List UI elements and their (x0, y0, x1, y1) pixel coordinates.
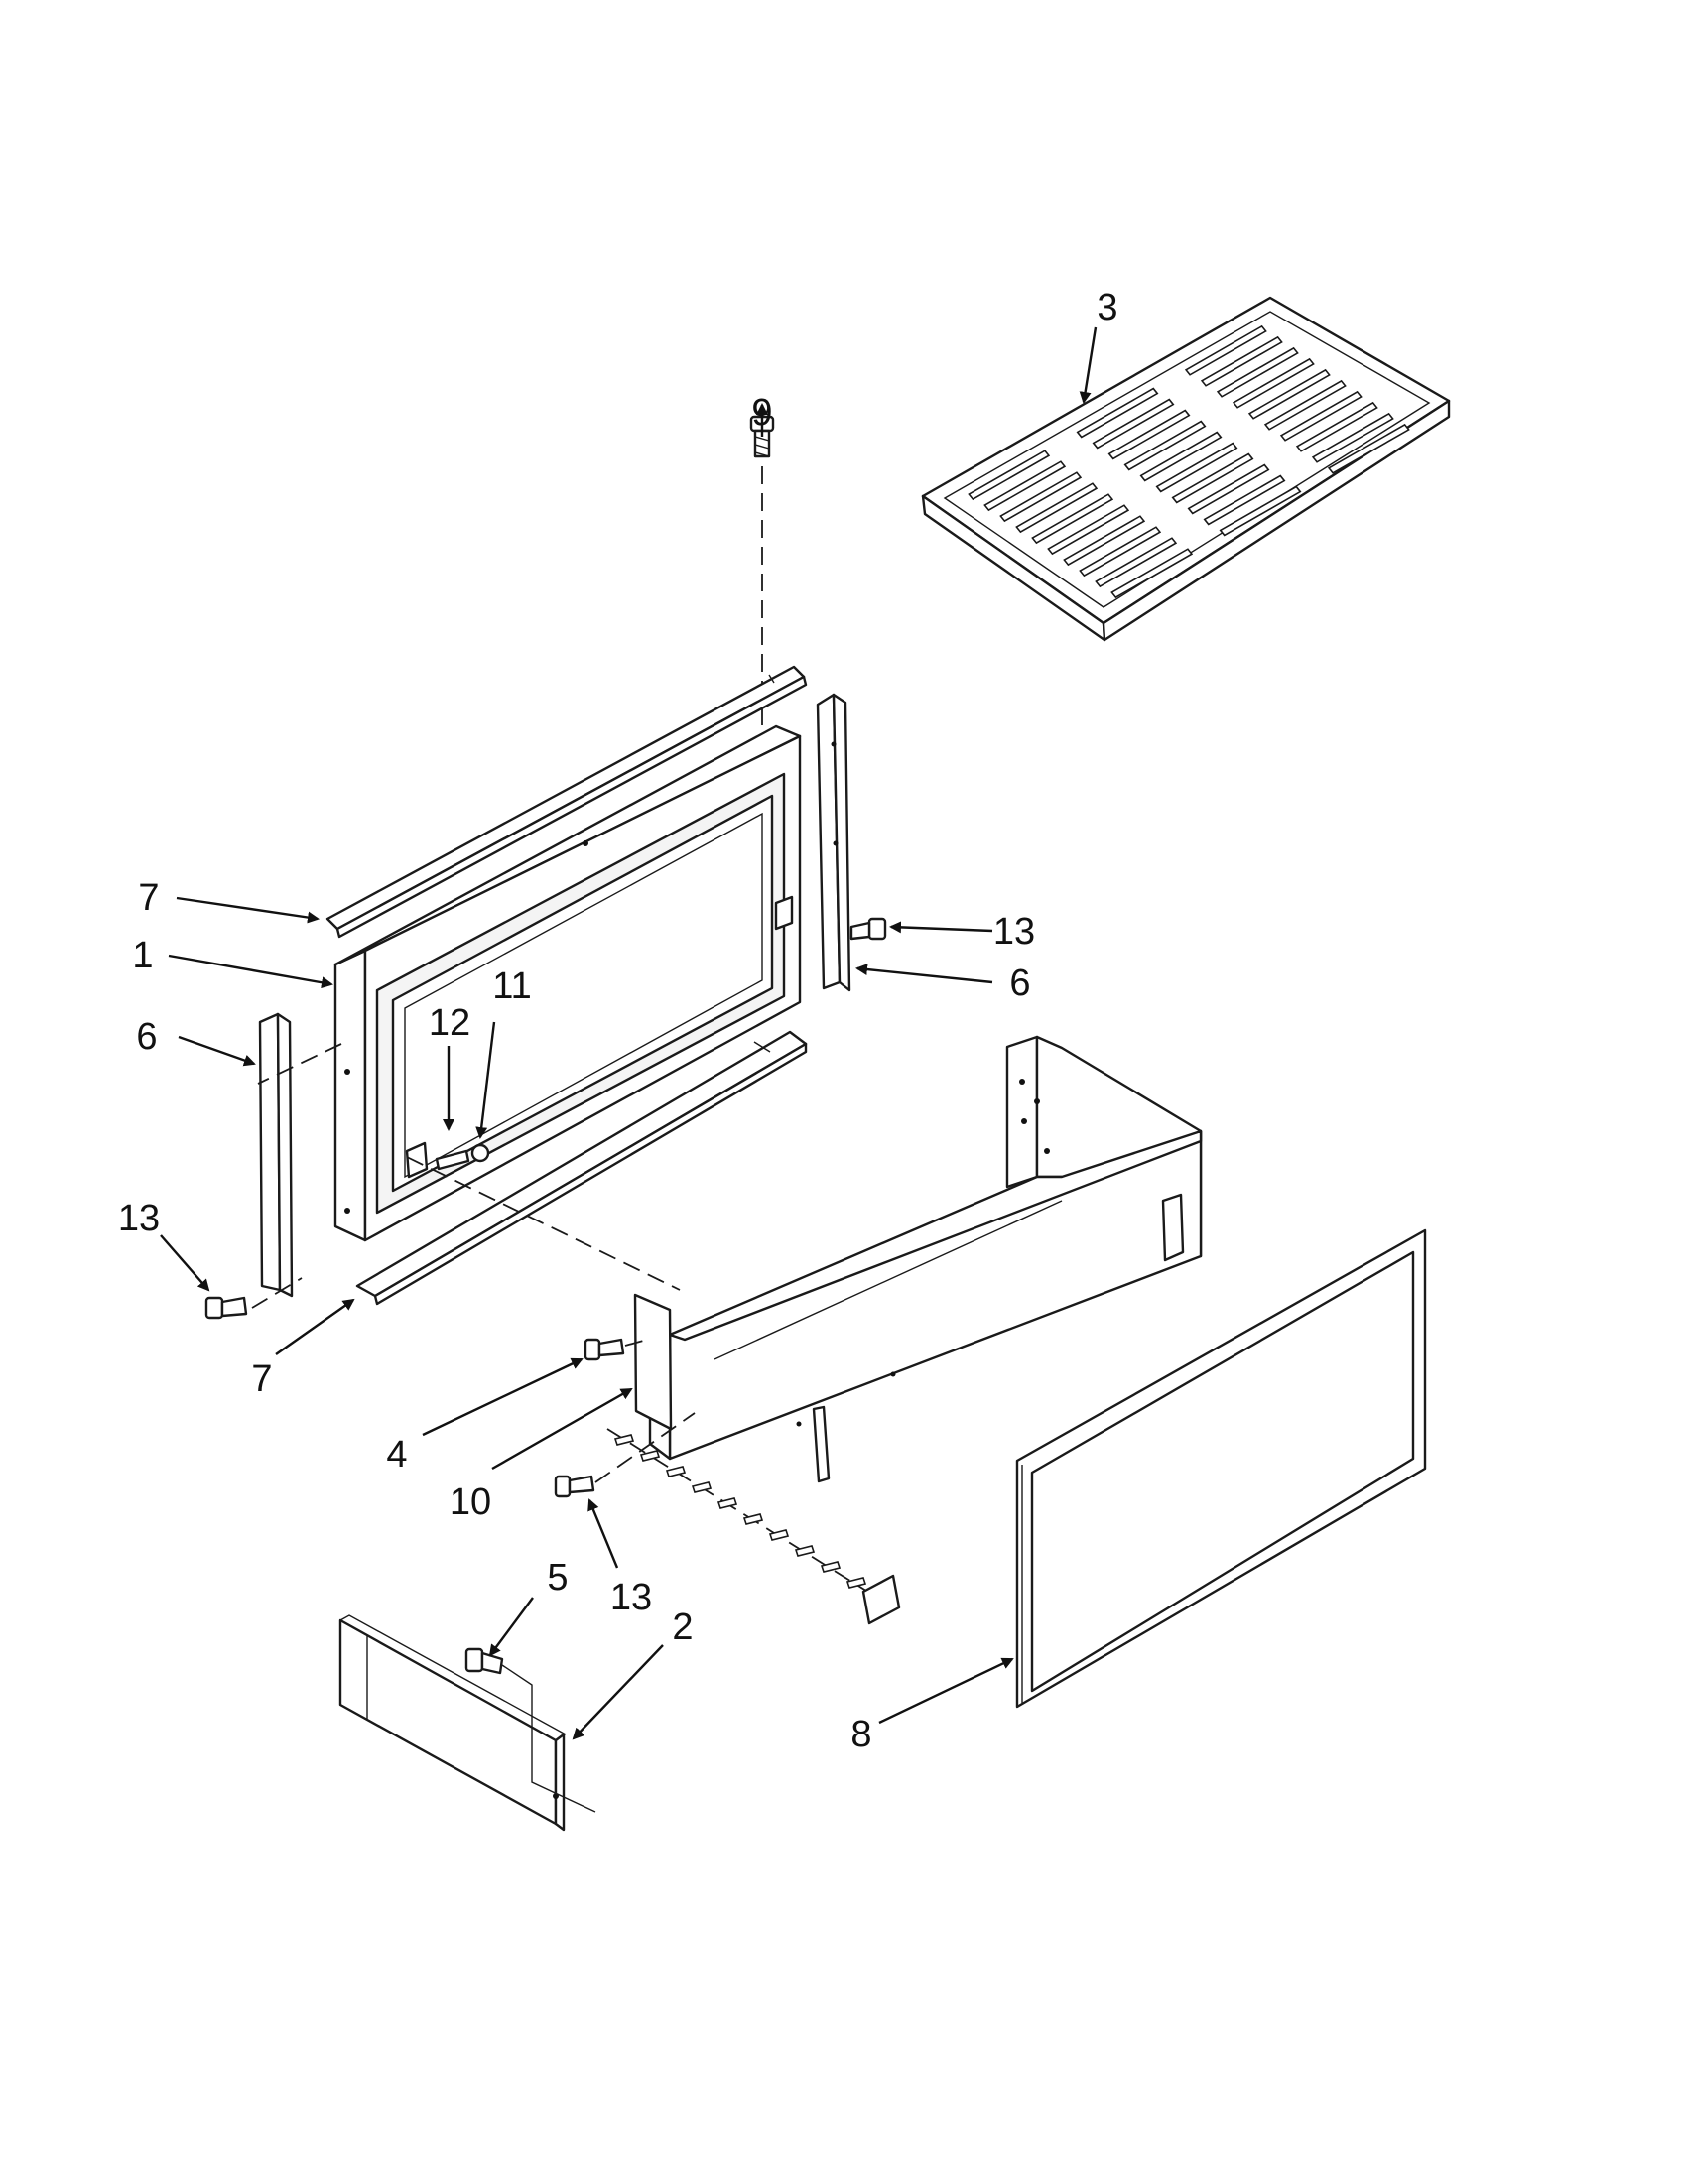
callout-4: 4 (386, 1434, 407, 1476)
callout-9: 9 (751, 392, 772, 434)
callout-13-left: 13 (118, 1198, 160, 1239)
screw-right (849, 917, 887, 941)
rail-slot (845, 1577, 867, 1589)
trim-strip-lower (355, 1030, 808, 1306)
callout-6-left: 6 (136, 1016, 157, 1058)
callout-12: 12 (429, 1002, 470, 1044)
rack-slot (1139, 431, 1223, 482)
rack-slot (999, 471, 1083, 523)
callout-8: 8 (850, 1714, 871, 1755)
rack-slot (1110, 548, 1194, 599)
screw-left (204, 1296, 248, 1320)
rack-slot (1232, 357, 1315, 409)
screw-part-4 (584, 1338, 625, 1361)
slide-rail (606, 1428, 901, 1625)
callout-6-right: 6 (1009, 963, 1030, 1004)
callout-10: 10 (450, 1481, 491, 1523)
drawer-front-frame (333, 724, 802, 1242)
rack-slot (1263, 379, 1347, 431)
rack-slot (1063, 515, 1146, 567)
rack-slot (1031, 493, 1114, 545)
callout-1: 1 (132, 935, 153, 976)
rack-slot (1155, 442, 1238, 493)
rail-slot (768, 1529, 790, 1541)
rail-slot (665, 1466, 687, 1477)
rack-slot (1123, 420, 1207, 471)
callout-2: 2 (672, 1606, 693, 1648)
side-rail-left (258, 1012, 294, 1298)
rack-slot (983, 460, 1067, 512)
screw-lower (554, 1475, 595, 1498)
drawer-bin (633, 1035, 1203, 1483)
trim-strip-upper (325, 665, 808, 939)
rack-slot (1095, 537, 1178, 588)
rack-slot (1079, 526, 1162, 578)
pin-part (435, 1149, 470, 1171)
callout-7-lower: 7 (251, 1358, 272, 1400)
rack-slot (968, 450, 1051, 501)
rail-slot (794, 1545, 816, 1557)
callout-11: 11 (492, 965, 531, 1007)
rack-slot (1076, 387, 1159, 439)
rack-slot (1327, 423, 1410, 474)
rack-slot (1187, 463, 1270, 515)
rack-slot (1311, 412, 1394, 463)
kick-panel (338, 1614, 567, 1832)
rack-slot (1216, 346, 1299, 398)
rail-slot (691, 1481, 713, 1493)
rail-slot (716, 1497, 738, 1509)
callout-7-upper: 7 (138, 877, 159, 919)
rack-slot (1279, 390, 1363, 442)
callout-3: 3 (1097, 287, 1117, 328)
side-rail-right (816, 693, 851, 992)
rack-slot (1107, 409, 1191, 460)
rack-slot (1247, 368, 1331, 420)
rack-slot (1047, 504, 1130, 556)
rail-slots (613, 1434, 867, 1589)
rack-grille (921, 296, 1451, 642)
rack-slot (1295, 401, 1378, 452)
callout-5: 5 (547, 1557, 568, 1599)
rail-slot (613, 1434, 635, 1446)
rack-slot (1184, 324, 1267, 376)
door-gasket (1015, 1228, 1427, 1709)
rack-slot (1092, 398, 1175, 450)
rack-slot (1200, 335, 1283, 387)
rack-slot (1203, 474, 1286, 526)
rail-slot (742, 1513, 764, 1525)
rack-slots (968, 324, 1410, 599)
leader-lines (160, 326, 1098, 1740)
screw-part-5 (464, 1647, 504, 1675)
nut-part (470, 1143, 490, 1163)
callout-labels: 3 9 7 1 6 12 11 13 6 13 7 4 10 13 5 2 8 (118, 287, 1118, 1755)
callout-13-right: 13 (993, 911, 1035, 953)
callout-13-lower: 13 (610, 1577, 652, 1618)
rack-slot (1171, 452, 1254, 504)
rack-slot (1015, 482, 1099, 534)
rail-slot (639, 1450, 661, 1462)
rack-slot (1219, 485, 1302, 537)
rail-slot (820, 1561, 842, 1573)
